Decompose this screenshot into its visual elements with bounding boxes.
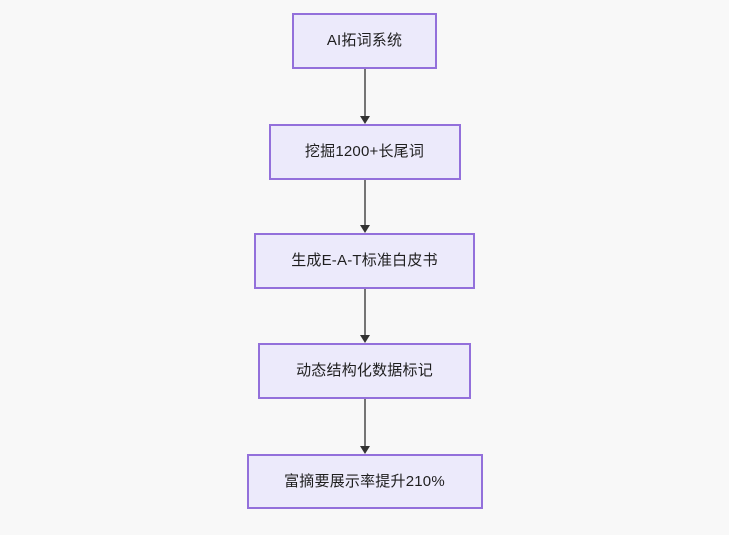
flowchart-node-label: AI拓词系统 bbox=[326, 32, 403, 49]
arrow-down-icon bbox=[359, 116, 370, 124]
flowchart-node-label: 富摘要展示率提升210% bbox=[284, 472, 445, 490]
flowchart-edge-4-to-5 bbox=[359, 399, 371, 454]
flowchart-node-generate-eat-whitepaper[interactable]: 生成E-A-T标准白皮书 bbox=[254, 233, 475, 289]
flowchart-node-ai-keyword-system[interactable]: AI拓词系统 bbox=[292, 13, 437, 69]
edge-line bbox=[363, 289, 366, 336]
flowchart-node-label: 动态结构化数据标记 bbox=[296, 362, 433, 379]
flowchart-node-rich-snippet-impression-lift[interactable]: 富摘要展示率提升210% bbox=[246, 454, 483, 509]
edge-line bbox=[363, 69, 366, 117]
flowchart-edge-1-to-2 bbox=[359, 69, 371, 124]
arrow-down-icon bbox=[359, 225, 370, 233]
flowchart-edge-3-to-4 bbox=[359, 289, 371, 343]
flowchart-node-label: 生成E-A-T标准白皮书 bbox=[291, 252, 438, 269]
flowchart-edge-2-to-3 bbox=[359, 180, 371, 233]
arrow-down-icon bbox=[359, 335, 370, 343]
flowchart-node-dynamic-structured-data-markup[interactable]: 动态结构化数据标记 bbox=[258, 343, 471, 399]
edge-line bbox=[363, 399, 366, 447]
arrow-down-icon bbox=[359, 446, 370, 454]
flowchart-node-label: 挖掘1200+长尾词 bbox=[304, 143, 425, 160]
flowchart-node-mine-longtail-keywords[interactable]: 挖掘1200+长尾词 bbox=[268, 124, 461, 180]
edge-line bbox=[363, 180, 366, 226]
